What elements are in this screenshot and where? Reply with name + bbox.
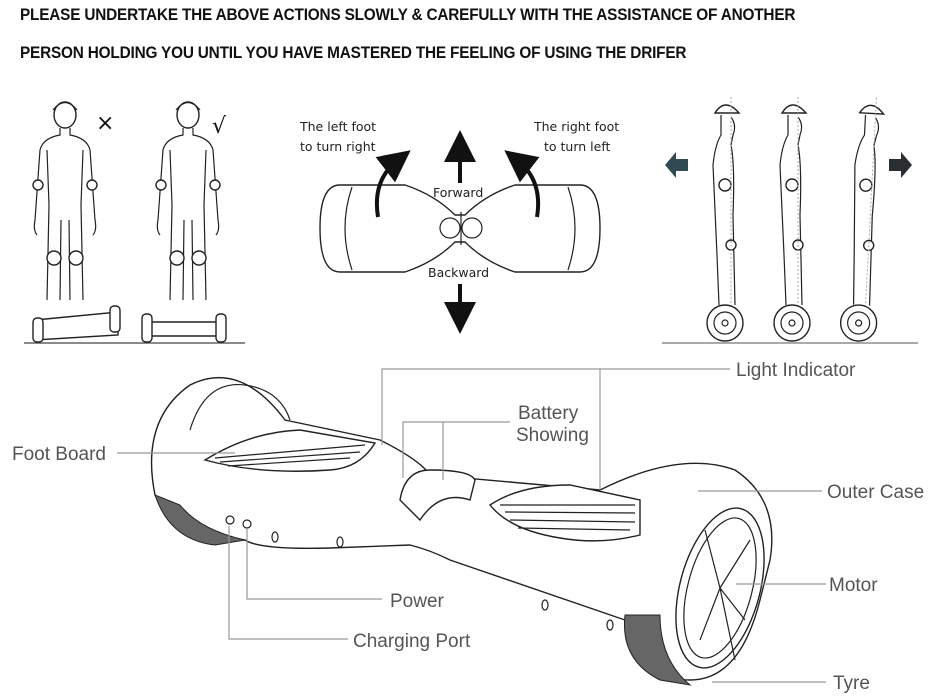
tyre-label: Tyre xyxy=(833,673,870,694)
posture-panel: × √ xyxy=(24,101,245,344)
person-upright xyxy=(773,96,811,342)
board-tilted xyxy=(32,305,121,343)
turn-right-arrow-icon xyxy=(374,150,411,218)
charging-port-label: Charging Port xyxy=(353,631,471,652)
steering-panel: The left foot to turn right The right fo… xyxy=(299,119,619,334)
forward-label: Forward xyxy=(433,185,483,200)
left-foot-board xyxy=(203,429,377,472)
motor-label: Motor xyxy=(829,575,878,596)
charging-port xyxy=(225,515,235,525)
person-lean-forward xyxy=(839,95,890,343)
correct-mark-icon: √ xyxy=(212,114,227,139)
lean-forward-arrow-icon xyxy=(889,152,912,178)
center-hinge xyxy=(399,469,476,522)
battery-leader xyxy=(402,421,510,480)
turn-left-arrow-icon xyxy=(504,150,541,218)
battery-label-line2: Showing xyxy=(516,425,589,446)
charging-port-leader xyxy=(228,526,348,640)
power-leader xyxy=(246,528,382,600)
person-wrong-posture xyxy=(32,101,98,301)
left-foot-label-line1: The left foot xyxy=(299,119,376,134)
outer-case-label: Outer Case xyxy=(827,482,924,503)
battery-label-line1: Battery xyxy=(518,403,579,424)
instruction-line-1: PLEASE UNDERTAKE THE ABOVE ACTIONS SLOWL… xyxy=(20,6,796,24)
wrong-mark-icon: × xyxy=(96,111,114,136)
left-foot-label-line2: to turn right xyxy=(300,139,376,154)
board-level xyxy=(141,313,227,343)
person-lean-back xyxy=(706,96,744,342)
power-label: Power xyxy=(390,591,445,612)
light-indicator-label: Light Indicator xyxy=(736,360,856,381)
instruction-line-2: PERSON HOLDING YOU UNTIL YOU HAVE MASTER… xyxy=(20,44,687,62)
person-correct-posture xyxy=(155,101,221,301)
lean-panel xyxy=(662,95,918,344)
tyre-tread xyxy=(623,614,692,686)
hoverboard-side-view xyxy=(150,377,773,686)
foot-board-label: Foot Board xyxy=(12,444,106,465)
light-indicator-leader xyxy=(381,368,730,490)
hoverboard-parts-diagram: Foot Board Light Indicator Battery Showi… xyxy=(12,360,924,694)
right-foot-label-line2: to turn left xyxy=(544,139,611,154)
right-foot-label-line1: The right foot xyxy=(533,119,619,134)
left-tyre-tread xyxy=(154,494,246,546)
lean-back-arrow-icon xyxy=(665,152,688,178)
backward-label: Backward xyxy=(428,265,489,280)
